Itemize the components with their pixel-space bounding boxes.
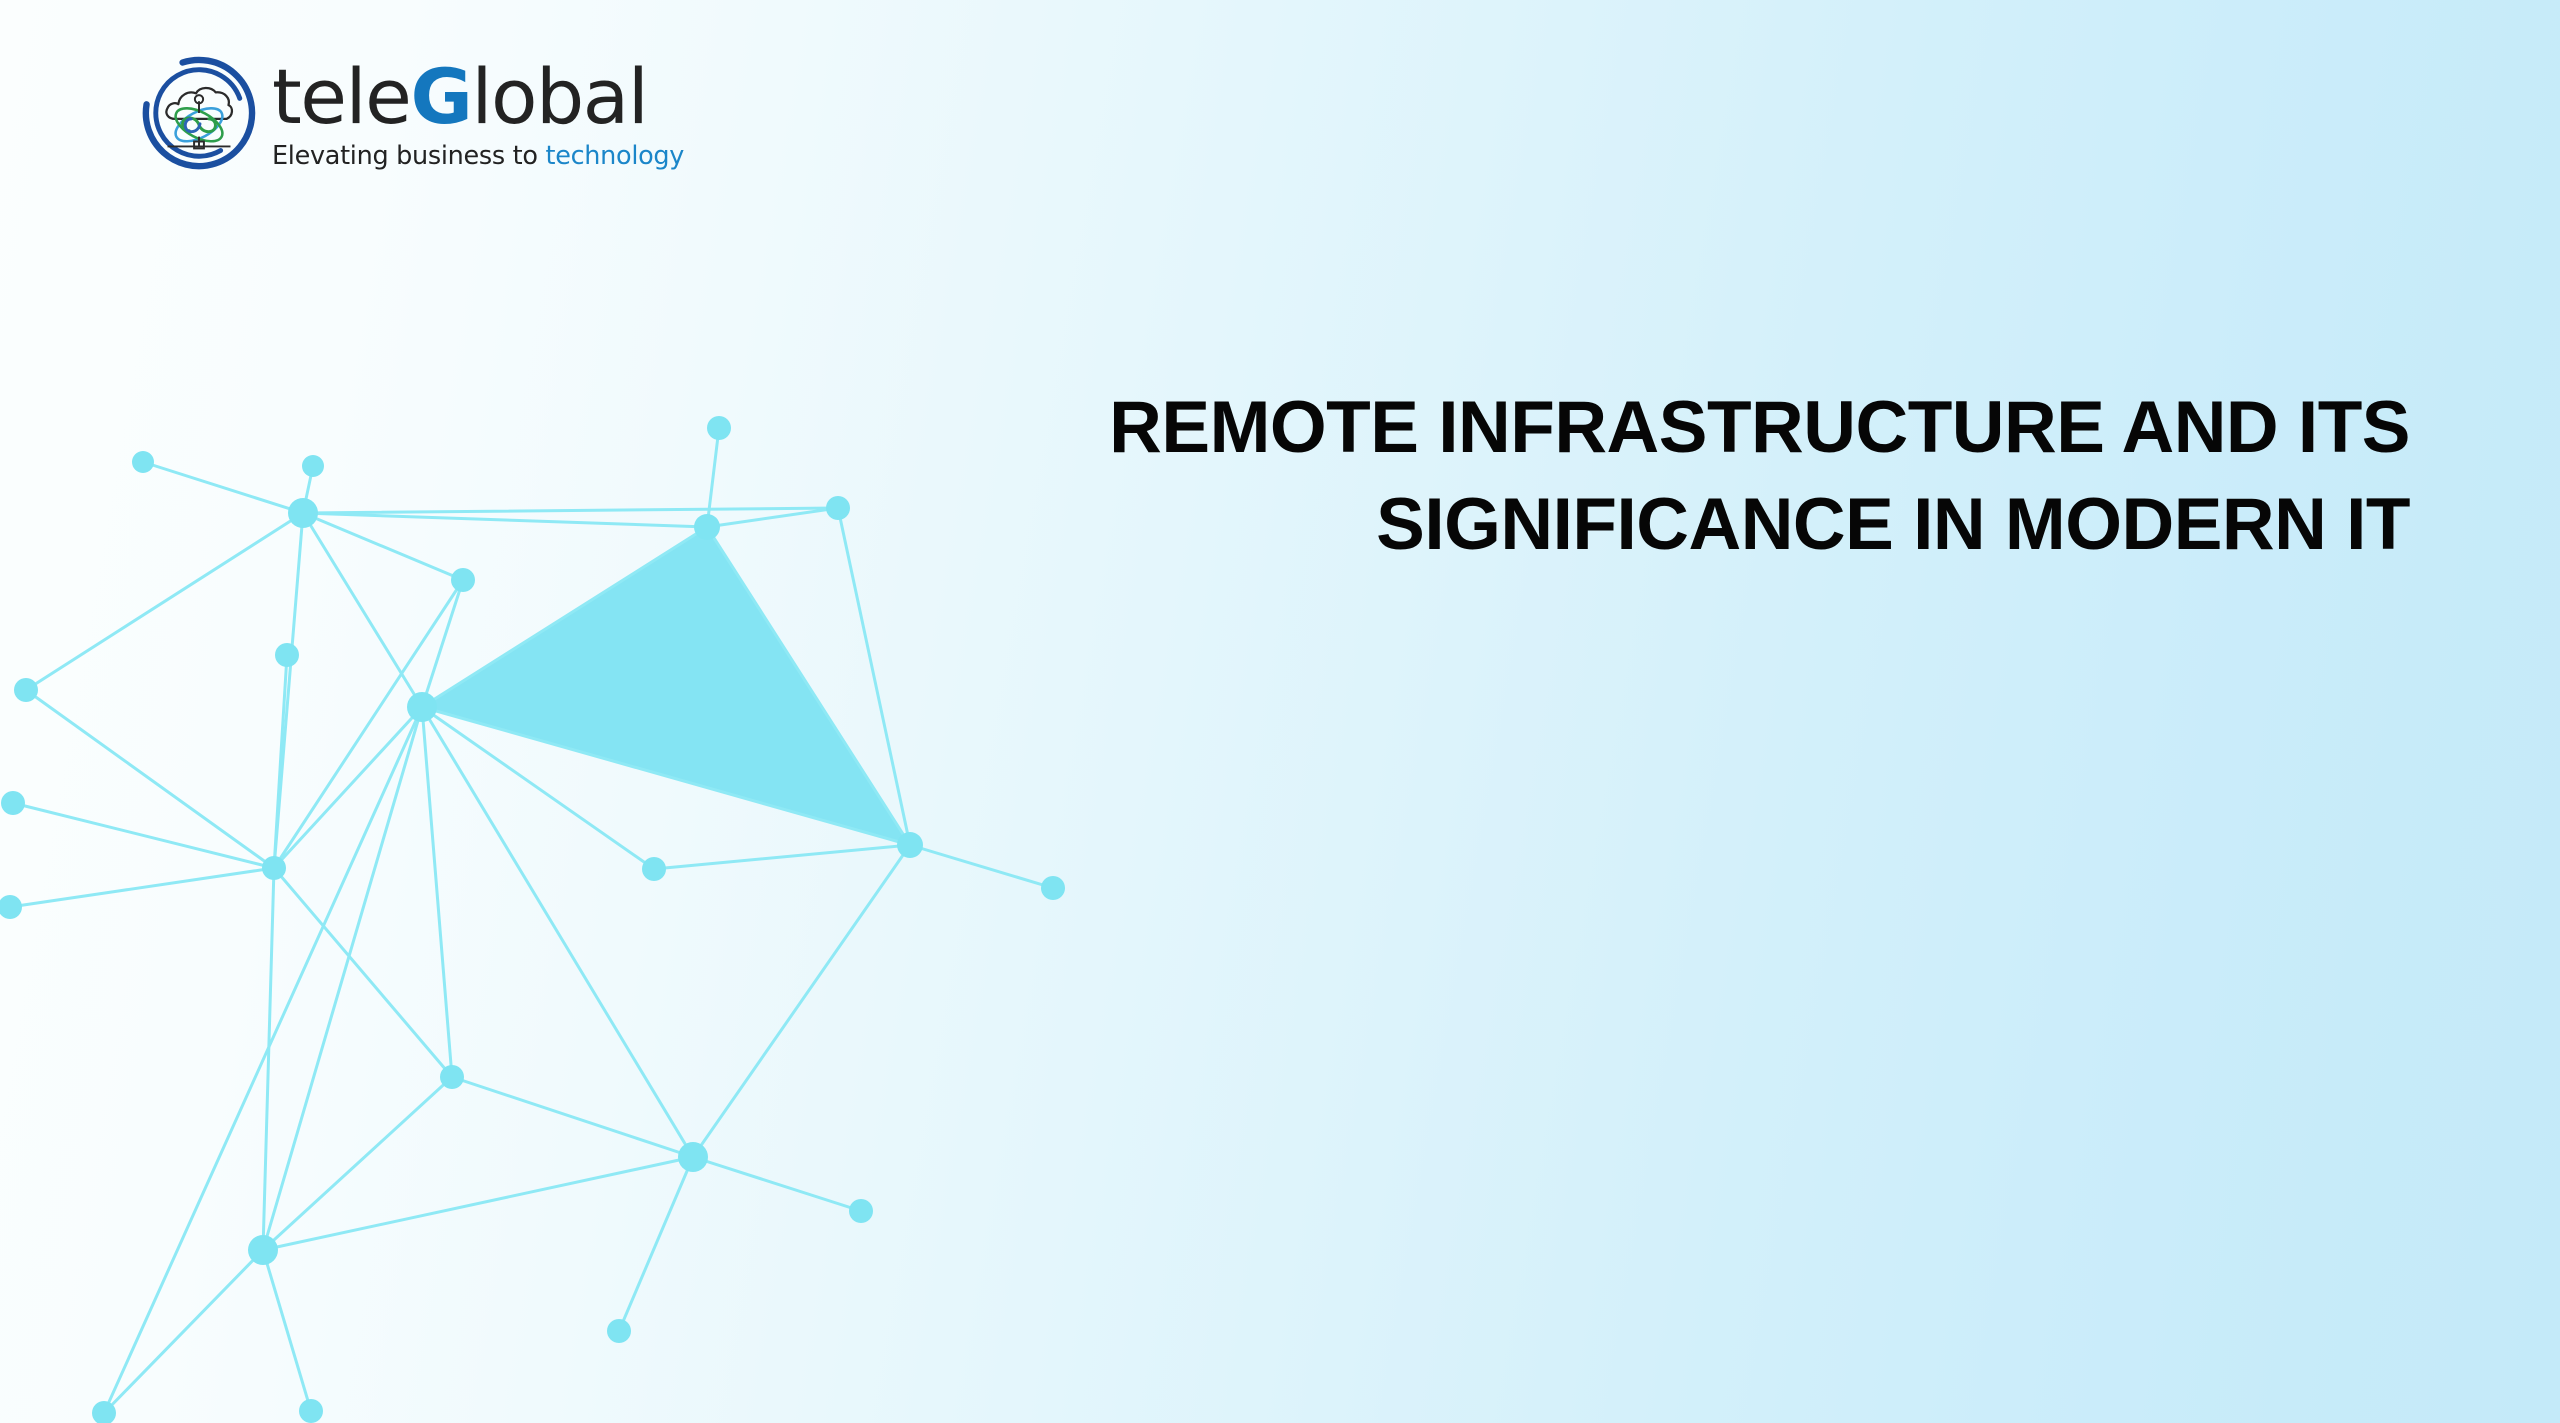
network-edge bbox=[420, 705, 454, 1079]
network-node bbox=[440, 1065, 464, 1089]
network-node bbox=[92, 1401, 116, 1423]
tagline-accent: technology bbox=[545, 141, 685, 172]
network-edge bbox=[141, 460, 305, 515]
page-title-line-1: REMOTE INFRASTRUCTURE AND ITS bbox=[1109, 386, 2410, 468]
network-node bbox=[14, 678, 38, 702]
network-edge bbox=[24, 688, 276, 870]
network-edge bbox=[261, 705, 424, 1252]
network-node bbox=[849, 1199, 873, 1223]
network-node bbox=[262, 856, 286, 880]
network-edge bbox=[261, 1248, 313, 1413]
network-edge bbox=[420, 705, 656, 871]
network-node bbox=[897, 832, 923, 858]
network-node bbox=[0, 895, 22, 919]
network-edge bbox=[102, 705, 424, 1415]
network-edge bbox=[420, 705, 695, 1159]
brand-tagline: Elevating business to technology bbox=[272, 142, 684, 170]
wordmark-accent-letter: G bbox=[410, 52, 472, 141]
network-edge bbox=[301, 464, 315, 515]
network-edge bbox=[102, 1248, 265, 1415]
network-node bbox=[1, 791, 25, 815]
network-edge bbox=[705, 525, 912, 847]
brand-wordmark-block: teleGlobal Elevating business to technol… bbox=[272, 52, 684, 171]
brand-wordmark: teleGlobal bbox=[272, 59, 684, 135]
network-edge bbox=[272, 866, 454, 1079]
network-edge bbox=[261, 866, 276, 1252]
network-edge bbox=[272, 653, 289, 870]
network-edge bbox=[691, 843, 912, 1159]
wordmark-part-2: lobal bbox=[471, 52, 649, 141]
network-node bbox=[642, 857, 666, 881]
tagline-text: Elevating business to bbox=[272, 141, 546, 172]
network-node bbox=[678, 1142, 708, 1172]
network-edge bbox=[420, 525, 709, 709]
wordmark-part-1: tele bbox=[272, 52, 412, 141]
network-edge bbox=[261, 1155, 695, 1252]
network-edge bbox=[301, 511, 424, 709]
network-edge bbox=[420, 578, 465, 709]
network-edge bbox=[420, 705, 912, 847]
network-node bbox=[407, 692, 437, 722]
network-edge bbox=[691, 1155, 863, 1213]
network-node bbox=[451, 568, 475, 592]
network-edges bbox=[8, 426, 1055, 1415]
network-edge bbox=[652, 843, 912, 871]
network-edge bbox=[272, 705, 424, 870]
network-edge bbox=[908, 843, 1055, 890]
network-edge bbox=[450, 1075, 695, 1159]
network-node bbox=[302, 455, 324, 477]
network-node bbox=[607, 1319, 631, 1343]
network-polygons bbox=[422, 527, 910, 845]
page-title: REMOTE INFRASTRUCTURE AND ITS SIGNIFICAN… bbox=[710, 379, 2410, 573]
network-node bbox=[275, 643, 299, 667]
network-edge bbox=[8, 866, 276, 909]
network-edge bbox=[272, 511, 305, 870]
teleglobal-cloud-atom-logo-icon bbox=[142, 56, 256, 170]
network-node bbox=[132, 451, 154, 473]
network-edge bbox=[261, 1075, 454, 1252]
network-edge bbox=[24, 511, 305, 692]
network-graphic bbox=[0, 416, 1065, 1423]
network-edge bbox=[272, 578, 465, 870]
brand-logo[interactable]: teleGlobal Elevating business to technol… bbox=[140, 52, 684, 172]
network-node bbox=[1041, 876, 1065, 900]
page-title-line-2: SIGNIFICANCE IN MODERN IT bbox=[1376, 483, 2410, 565]
network-node bbox=[299, 1399, 323, 1423]
network-polygon bbox=[422, 527, 910, 845]
network-edge bbox=[301, 511, 709, 529]
network-edge bbox=[301, 511, 465, 582]
network-edge bbox=[11, 801, 276, 870]
network-edge bbox=[617, 1155, 695, 1333]
network-node bbox=[248, 1235, 278, 1265]
network-node bbox=[288, 498, 318, 528]
